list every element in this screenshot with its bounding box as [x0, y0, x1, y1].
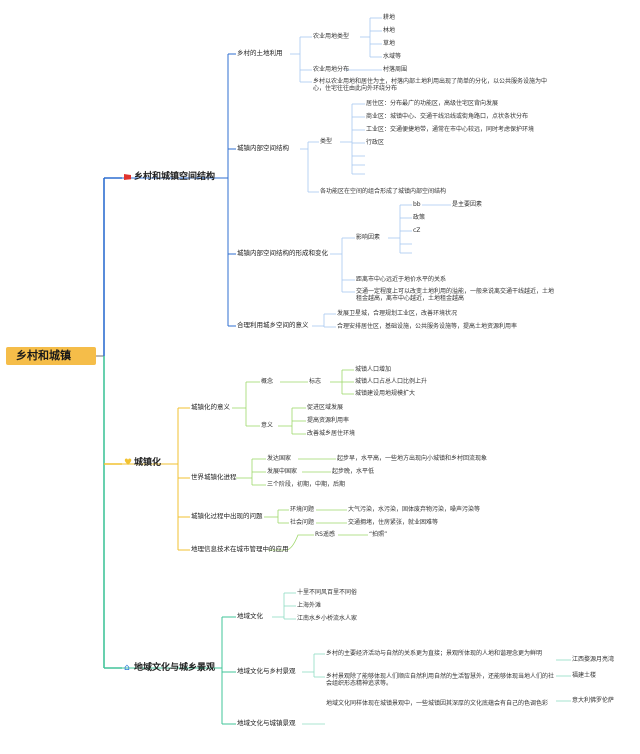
heart-icon: ♥ — [124, 458, 133, 468]
leaf-wuyuan[interactable]: 江西婺源月亮湾 — [572, 656, 615, 663]
topic-world-urbanization[interactable]: 世界城镇化进程 — [191, 473, 237, 481]
leaf-caodi[interactable]: 草地 — [383, 40, 396, 47]
node-developed[interactable]: 发达国家 — [267, 455, 292, 462]
node-concept[interactable]: 概念 — [261, 378, 274, 385]
root-node[interactable]: 乡村和城镇 — [6, 347, 96, 365]
leaf-policy[interactable]: 政策 — [413, 214, 426, 221]
leaf-land-expand[interactable]: 城镇建设用地规模扩大 — [355, 390, 416, 397]
node-social-problem[interactable]: 社会问题 — [290, 519, 315, 526]
leaf-developing-value[interactable]: 起步晚，水平低 — [332, 468, 375, 475]
leaf-residential[interactable]: 居住区：分布最广的功能区，高级住宅区背向发展 — [366, 100, 499, 107]
topic-urbanization-problems[interactable]: 城镇化过程中出现的问题 — [191, 512, 263, 520]
leaf-cz[interactable]: cZ — [413, 227, 421, 234]
branch-label-2[interactable]: 城镇化 — [134, 458, 162, 468]
node-distance-price[interactable]: 距离市中心远近于地价水平的关系 — [356, 276, 447, 283]
node-rural-wisdom[interactable]: 乡村景观除了能够体现人们顺应自然利用自然的生活智慧外，还能够体现当地人们的社会组… — [326, 673, 555, 687]
node-three-stages[interactable]: 三个阶段，初期，中期，后期 — [267, 481, 346, 488]
red-flag-icon — [124, 174, 131, 181]
leaf-photo[interactable]: “拍照” — [369, 531, 388, 538]
leaf-resource-use[interactable]: 提高资源利用率 — [307, 417, 350, 424]
note-rural-land[interactable]: 乡村以农业用地和居住为主，村落内部土地利用出现了简单的分化，以公共服务设施为中心… — [313, 78, 548, 92]
leaf-main-factor[interactable]: 是主要因素 — [452, 201, 483, 208]
node-sign[interactable]: 标志 — [309, 378, 322, 385]
topic-rural-landscape[interactable]: 地域文化与乡村景观 — [237, 667, 296, 675]
leaf-florence[interactable]: 意大利佛罗伦萨 — [572, 697, 615, 704]
node-rural-economy[interactable]: 乡村的主要经济活动与自然的关系更为直接；景观所体现的人地和谐理念更为鲜明 — [326, 650, 543, 657]
leaf-regional-dev[interactable]: 促进区域发展 — [307, 404, 344, 411]
leaf-tulou[interactable]: 福建土楼 — [572, 672, 597, 679]
leaf-developed-value[interactable]: 起步早，水平高，一些地方出现向小城镇和乡村回流现象 — [337, 455, 488, 462]
leaf-gengdi[interactable]: 耕地 — [383, 14, 396, 21]
branch-label-3[interactable]: 地域文化与城乡景观 — [134, 663, 216, 673]
note-traffic-rent[interactable]: 交通一定程度上可以改变土地利用的溢能，一般来说离交通干线越近，土地租金越高，离市… — [356, 288, 555, 302]
leaf-jiangnan[interactable]: 江南水乡小桥流水人家 — [297, 615, 358, 622]
connector-90 — [268, 534, 314, 551]
node-satellite-city[interactable]: 发展卫星城，合理规划工业区，改善环境状况 — [337, 310, 458, 317]
node-farmland-distribution[interactable]: 农业用地分布 — [313, 66, 350, 73]
node-types[interactable]: 类型 — [320, 138, 333, 145]
node-rs[interactable]: RS遥感 — [315, 531, 335, 538]
topic-urbanization-meaning[interactable]: 城镇化的意义 — [191, 403, 230, 411]
topic-structure-change[interactable]: 城镇内部空间结构的形成和变化 — [237, 249, 328, 257]
leaf-shuiyu[interactable]: 水域等 — [383, 53, 402, 60]
node-farmland-types[interactable]: 农业用地类型 — [313, 33, 350, 40]
node-developing[interactable]: 发展中国家 — [267, 468, 298, 475]
house-icon: ⌂ — [124, 663, 130, 673]
leaf-village-around[interactable]: 村落周围 — [383, 66, 408, 73]
topic-regional-culture[interactable]: 地域文化 — [237, 612, 263, 620]
node-combination[interactable]: 各功能区在空间的组合形成了城镇内部空间结构 — [320, 188, 447, 195]
topic-gis-application[interactable]: 地理信息技术在城市管理中的应用 — [191, 545, 289, 553]
leaf-social-value[interactable]: 交通拥堵，住房紧张，就业困难等 — [348, 519, 439, 526]
leaf-bb[interactable]: bb — [413, 201, 421, 208]
node-significance[interactable]: 意义 — [261, 422, 274, 429]
topic-rural-land-use[interactable]: 乡村的土地利用 — [237, 49, 283, 57]
node-factors[interactable]: 影响因素 — [356, 234, 381, 241]
leaf-commercial[interactable]: 商业区：城镇中心、交通干线沿线或街角路口，点状条状分布 — [366, 113, 529, 120]
branch-label-1[interactable]: 乡村和城镇空间结构 — [134, 172, 216, 182]
leaf-administrative[interactable]: 行政区 — [366, 139, 385, 146]
topic-urban-structure[interactable]: 城镇内部空间结构 — [237, 144, 289, 152]
leaf-living-env[interactable]: 改善城乡居住环境 — [307, 430, 356, 437]
leaf-pop-increase[interactable]: 城镇人口增加 — [355, 366, 392, 373]
node-residential-arrange[interactable]: 合理安排居住区，基础设施，公共服务设施等，提高土地资源利用率 — [337, 323, 518, 330]
leaf-bund[interactable]: 上海外滩 — [297, 602, 322, 609]
leaf-customs[interactable]: 十里不同风百里不同俗 — [297, 589, 358, 596]
leaf-lindi[interactable]: 林地 — [383, 27, 396, 34]
node-env-problem[interactable]: 环境问题 — [290, 506, 315, 513]
topic-rational-use[interactable]: 合理利用城乡空间的意义 — [237, 321, 309, 329]
leaf-env-value[interactable]: 大气污染，水污染，固体废弃物污染，噪声污染等 — [348, 506, 481, 513]
leaf-industrial[interactable]: 工业区：交通便捷地带，通常在市中心较远，同时考虑保护环境 — [366, 126, 535, 133]
leaf-pop-ratio[interactable]: 城镇人口占总人口比例上升 — [355, 378, 428, 385]
node-urban-culture[interactable]: 地域文化同样体现在城镇景观中，一些城镇因其深厚的文化底蕴会有自己的色调色彩 — [326, 700, 549, 707]
topic-urban-landscape[interactable]: 地域文化与城镇景观 — [237, 719, 296, 727]
